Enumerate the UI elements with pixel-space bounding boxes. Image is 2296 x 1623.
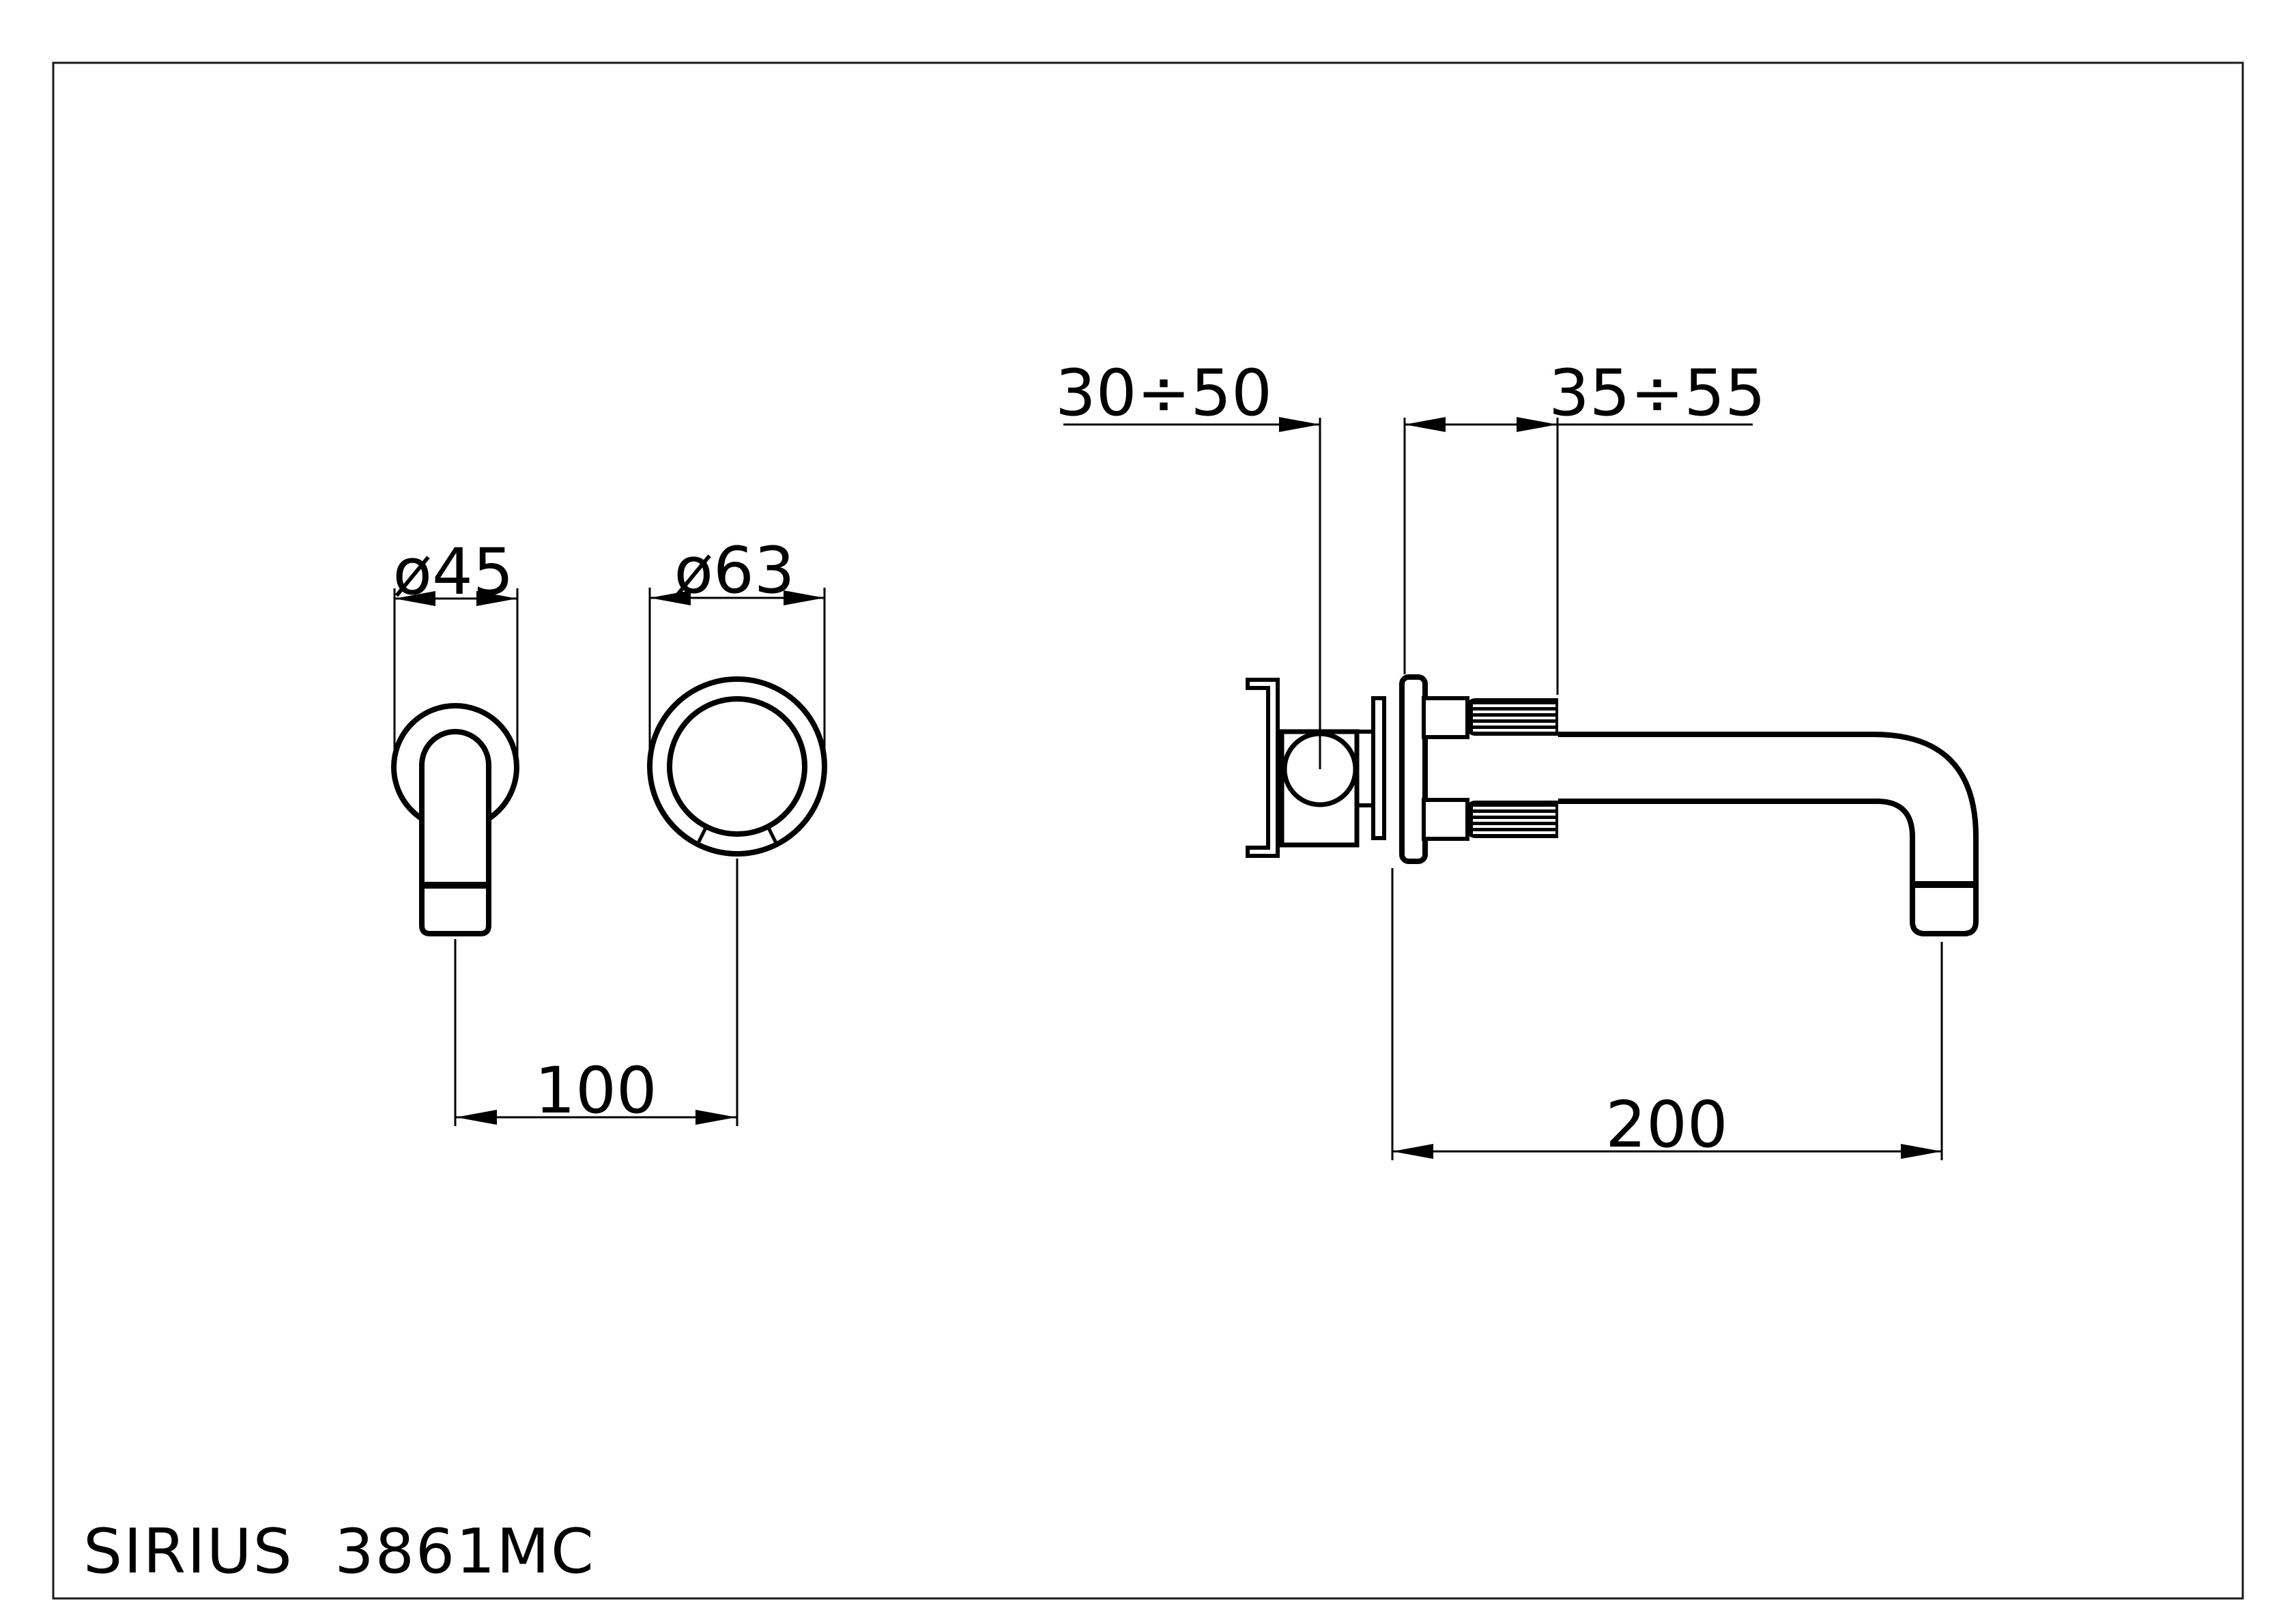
dim-3050-arrow <box>1279 417 1320 432</box>
sheet-border <box>52 61 2244 1600</box>
wall-flange <box>1399 674 1428 864</box>
handle-inner-circle <box>667 696 807 837</box>
dim-45-label: ø45 <box>392 535 513 609</box>
dim-63-arrow-right <box>784 590 824 605</box>
dim-3555-arrow-right <box>1517 417 1558 432</box>
dim-45-arrow-left <box>394 591 435 606</box>
back-plate <box>1371 696 1386 840</box>
dim-200-arrow-left <box>1392 1144 1433 1159</box>
dim-3555-label: 35÷55 <box>1549 356 1766 431</box>
dim-100-label: 100 <box>534 1054 657 1128</box>
nipple-top <box>1422 696 1469 739</box>
mounting-bracket <box>1246 678 1280 858</box>
nipple-bottom <box>1422 798 1469 841</box>
handle-tick-right <box>766 825 779 846</box>
dim-3555-arrow-left <box>1405 417 1446 432</box>
dim-100-arrow-left <box>456 1110 497 1125</box>
dim-100-arrow-right <box>695 1110 736 1125</box>
spout-front-outline <box>419 729 491 936</box>
knurled-nut-bottom-knurling <box>1473 807 1555 834</box>
dim-63-arrow-left <box>650 590 691 605</box>
spout-side-outline <box>1558 732 1979 936</box>
side-view: 30÷50 35÷55 200 <box>1055 356 1979 1162</box>
dim-200-label: 200 <box>1605 1088 1727 1162</box>
dim-100: 100 <box>456 1054 736 1128</box>
front-view-spout: ø45 <box>391 535 519 1126</box>
dim-3050-label: 30÷50 <box>1055 356 1272 431</box>
handle-outer-circle <box>647 676 827 857</box>
dim-45-arrow-right <box>476 591 517 606</box>
handle-tick-left <box>695 825 708 846</box>
drawing-title: SIRIUS 3861MC <box>83 1516 595 1588</box>
dim-63-label: ø63 <box>674 534 794 608</box>
dim-200-arrow-right <box>1901 1144 1942 1159</box>
knurled-nut-top-knurling <box>1473 704 1555 732</box>
front-view-handle: ø63 <box>647 534 827 1126</box>
